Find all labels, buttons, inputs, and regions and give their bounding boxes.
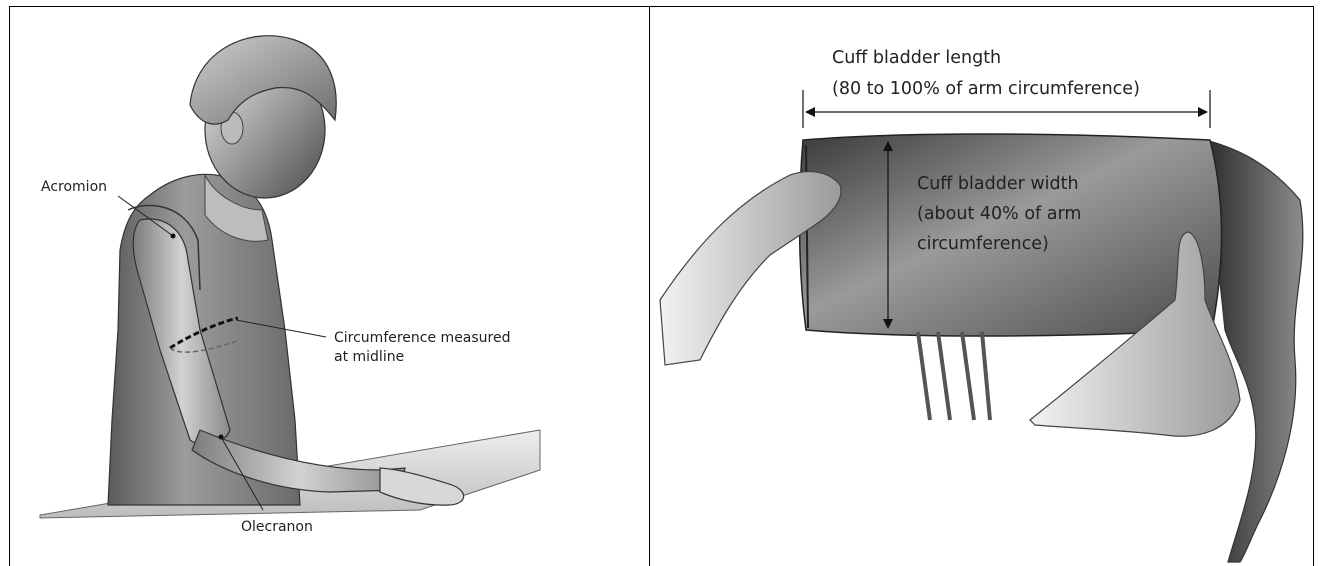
length-label-line2: (80 to 100% of arm circumference) (832, 79, 1140, 99)
width-label-line2: (about 40% of arm (917, 204, 1081, 224)
length-label-line1: Cuff bladder length (832, 48, 1001, 68)
circumference-label-line2: at midline (334, 349, 404, 365)
cuff-illustration (660, 134, 1303, 562)
acromion-dot (171, 234, 176, 239)
tube-1 (918, 332, 950, 420)
acromion-label: Acromion (41, 179, 107, 195)
olecranon-label: Olecranon (241, 519, 313, 535)
circumference-label-line1: Circumference measured (334, 330, 511, 346)
child-illustration (40, 36, 540, 518)
tube-2 (962, 332, 990, 420)
width-label-line3: circumference) (917, 234, 1049, 254)
olecranon-dot (219, 435, 224, 440)
width-label-line1: Cuff bladder width (917, 174, 1079, 194)
